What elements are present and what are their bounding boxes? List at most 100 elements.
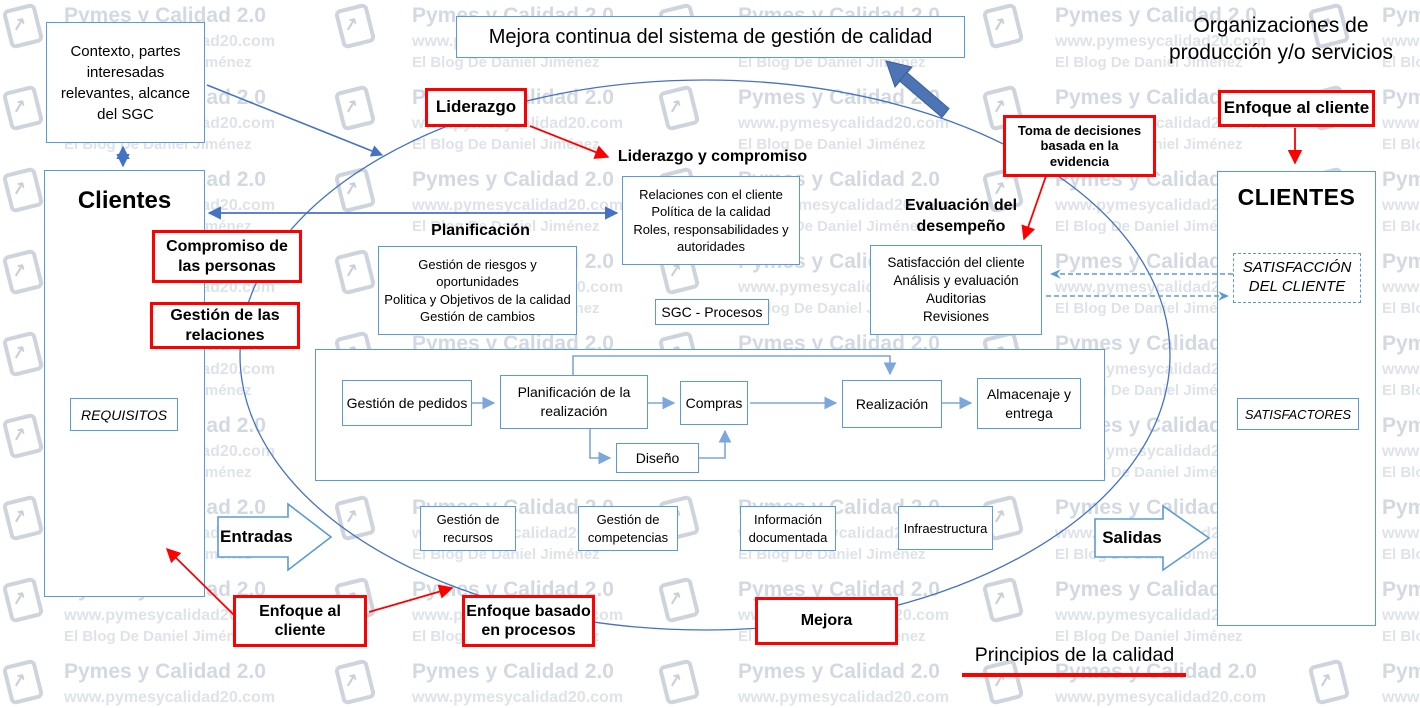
watermark-text: Pymes y Calidad 2.0www.pymesycalidad20.c… [1382,250,1420,317]
principios-underline [962,673,1186,677]
liderazgo-item: Roles, responsabilidades y autoridades [633,221,789,254]
salidas-arrow-shape [1094,504,1211,572]
requisitos-label: REQUISITOS [80,406,168,423]
support-informacion-documentada: Información documentada [740,506,836,551]
watermark-line: El Blog De Daniel Jiménez [1382,546,1420,563]
watermark-line: Pymes y Calidad 2.0 [1055,4,1257,27]
sgc-procesos-label: SGC - Procesos [661,304,763,320]
watermark-line: Pymes y Calidad 2.0 [1055,578,1257,601]
planificacion-box: Gestión de riesgos y oportunidades Polit… [378,246,577,335]
watermark-line: Pymes y Calidad 2.0 [1055,86,1257,109]
watermark-line: www.pymesycalidad20.com [1382,197,1420,214]
process-compras: Compras [680,381,748,425]
satisfaccion-cliente-box: SATISFACCIÓN DEL CLIENTE [1233,253,1361,303]
liderazgo-item: Política de la calidad [651,204,771,220]
watermark-line: El Blog De Daniel Jiménez [1382,464,1420,481]
satisfactores-label: SATISFACTORES [1244,406,1352,422]
gestion-relaciones-badge: Gestión de las relaciones [150,302,300,349]
sgc-procesos-box: SGC - Procesos [655,299,769,325]
clientes-left-title: Clientes [77,187,172,214]
compromiso-personas-label: Compromiso de las personas [166,238,288,275]
support-gestion-recursos: Gestión de recursos [420,506,516,551]
watermark-line: Pymes y Calidad 2.0 [1382,86,1420,109]
planificacion-item: Gestión de cambios [420,308,535,324]
process-gestion-pedidos: Gestión de pedidos [342,380,472,426]
planificacion-to-realizacion-route [572,355,897,376]
watermark-line: www.pymesycalidad20.com [1055,443,1267,460]
watermark-text: Pymes y Calidad 2.0www.pymesycalidad20.c… [1382,4,1420,71]
liderazgo-compromiso-heading: Liderazgo y compromiso [617,148,808,165]
watermark-line: www.pymesycalidad20.com [1055,689,1267,706]
watermark-text: Pymes y Calidad 2.0 www.pymesycalidad20.c… [1055,578,1266,645]
enfoque-procesos-badge: Enfoque basado en procesos [462,595,595,647]
watermark-line: www.pymesycalidad20.com [1055,33,1267,50]
watermark-line: Pymes y Calidad 2.0 [1055,250,1257,273]
toma-decisiones-arrow [1021,175,1047,241]
watermark-line: Pymes y Calidad 2.0 [1382,660,1420,683]
process-diseno: Diseño [616,443,699,473]
watermark-line: Pymes y Calidad 2.0 [738,86,940,109]
requisitos-box: REQUISITOS [70,398,178,431]
watermark-line: www.pymesycalidad20.com [64,689,276,706]
mejora-continua-banner: Mejora continua del sistema de gestión d… [456,16,965,58]
watermark-line: El Blog De Daniel Jiménez [64,628,252,645]
watermark-line: www.pymesycalidad20.com [1382,33,1420,50]
planificacion-to-diseno-route [589,429,612,465]
support-label: Gestión de recursos [436,512,500,545]
mejora-thick-arrow-shaft [898,71,950,119]
watermark-line: El Blog De Daniel Jiménez [1055,628,1243,645]
contexto-to-ellipse-arrow [206,84,384,157]
watermark-line: Pymes y Calidad 2.0 [1055,660,1257,683]
entradas-label: Entradas [220,527,293,546]
watermark-line: www.pymesycalidad20.com [1055,279,1267,296]
gestion-relaciones-label: Gestión de las relaciones [170,307,280,344]
support-label: Gestión de competencias [587,512,669,545]
entradas-arrow-shape [217,502,333,572]
watermark-text: Pymes y Calidad 2.0www.pymesycalidad20.c… [1382,578,1420,645]
evaluacion-item: Satisfacción del cliente [887,255,1025,271]
principios-title: Principios de la calidad [974,644,1175,666]
watermark-line: www.pymesycalidad20.com [412,689,624,706]
watermark-line: El Blog De Daniel Jiménez [412,54,600,71]
liderazgo-label: Liderazgo [435,97,517,117]
process-realizacion: Realización [842,380,942,428]
watermark-line: www.pymesycalidad20.com [738,115,950,132]
watermark-line: El Blog De Daniel Jiménez [738,136,926,153]
liderazgo-item: Relaciones con el cliente [639,186,783,202]
watermark-line: El Blog De Daniel Jiménez [1055,218,1243,235]
process-step-label: Realización [855,396,929,412]
watermark-line: Pymes y Calidad 2.0 [1055,414,1257,437]
watermark-text: Pymes y Calidad 2.0 www.pymesycalidad20.c… [1382,660,1420,708]
watermark-line: www.pymesycalidad20.com [64,607,276,624]
process-almacenaje: Almacenaje y entrega [977,378,1081,429]
watermark-line: www.pymesycalidad20.com [1055,607,1267,624]
watermark-line: www.pymesycalidad20.com [1382,443,1420,460]
watermark-line: Pymes y Calidad 2.0 [64,660,266,683]
watermark-line: www.pymesycalidad20.com [1382,689,1420,706]
support-label: Infraestructura [903,520,988,536]
watermark-text: Pymes y Calidad 2.0 www.pymesycalidad20.c… [738,86,949,153]
planificacion-heading: Planificación [431,222,530,239]
watermark-line: El Blog De Daniel Jiménez [1382,136,1420,153]
process-step-label: Planificación de la realización [517,384,631,419]
enfoque-cliente-bottom-label: Enfoque al cliente [259,602,341,639]
process-step-label: Diseño [635,450,680,466]
liderazgo-arrow [529,125,610,159]
watermark-line: El Blog De Daniel Jiménez [412,136,600,153]
watermark-line: Pymes y Calidad 2.0 [1055,332,1257,355]
watermark-line: El Blog De Daniel Jiménez [1382,54,1420,71]
organizaciones-label: Organizaciones de producción y/o servici… [1168,14,1394,65]
support-gestion-competencias: Gestión de competencias [578,506,678,551]
watermark-text: Pymes y Calidad 2.0www.pymesycalidad20.c… [1382,496,1420,563]
watermark-line: Pymes y Calidad 2.0 [738,660,940,683]
clientes-right-title: CLIENTES [1237,184,1356,210]
watermark-text: Pymes y Calidad 2.0 www.pymesycalidad20.c… [1055,250,1266,317]
watermark-line: El Blog De Daniel Jiménez [412,218,600,235]
watermark-text: Pymes y Calidad 2.0www.pymesycalidad20.c… [1382,168,1420,235]
watermark-line: www.pymesycalidad20.com [1382,115,1420,132]
enfoque-cliente-top-badge: Enfoque al cliente [1218,90,1375,127]
watermark-text: Pymes y Calidad 2.0 www.pymesycalidad20.c… [1382,86,1420,153]
mejora-continua-label: Mejora continua del sistema de gestión d… [488,25,933,48]
satisfaccion-cliente-label: SATISFACCIÓN DEL CLIENTE [1242,259,1352,295]
